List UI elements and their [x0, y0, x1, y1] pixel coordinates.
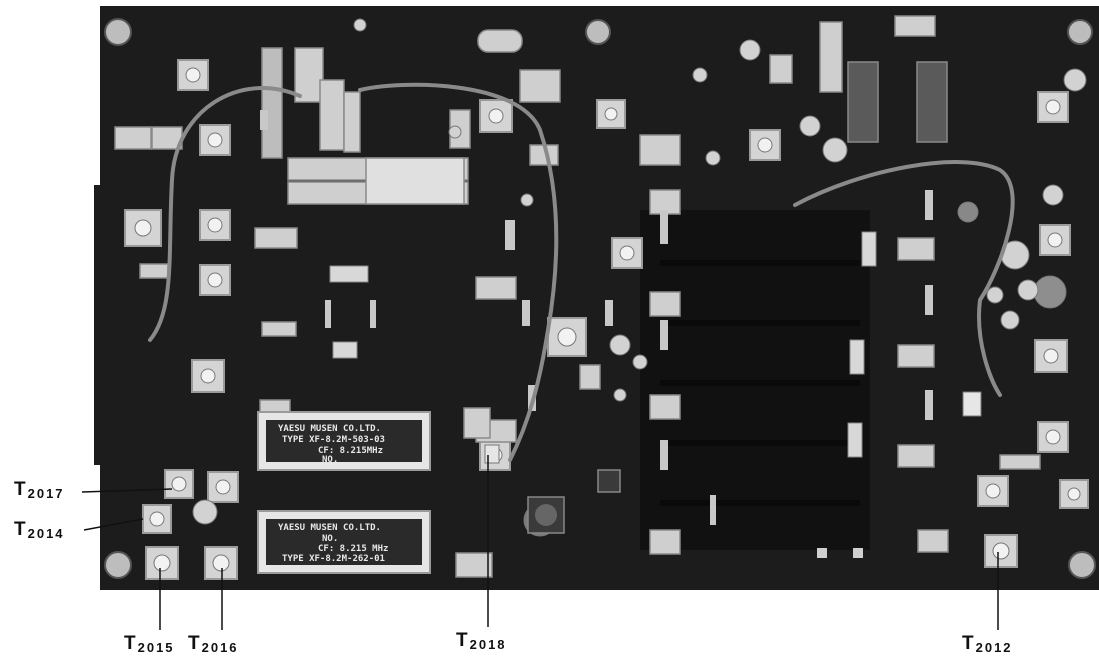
filter-2-no: NO.: [322, 534, 338, 544]
wires: [148, 82, 1015, 462]
leader-lines: [81, 455, 999, 630]
label-t2018: T2018: [456, 630, 507, 652]
filter-2-type: TYPE XF-8.2M-262-01: [282, 554, 385, 564]
small-parts: [260, 110, 933, 525]
capacitors: [192, 18, 1087, 537]
label-t2012: T2012: [962, 633, 1013, 655]
filter-1-type: TYPE XF-8.2M-503-03: [282, 435, 385, 445]
label-t2015: T2015: [124, 633, 175, 655]
label-t2016: T2016: [188, 633, 239, 655]
label-t2017: T2017: [14, 479, 65, 501]
mounting-holes: [104, 18, 1096, 579]
label-t2014: T2014: [14, 519, 65, 541]
filter-1-maker: YAESU MUSEN CO.LTD.: [278, 424, 381, 434]
filter-2-maker: YAESU MUSEN CO.LTD.: [278, 523, 381, 533]
filter-1-cf: CF: 8.215MHz: [318, 446, 383, 456]
pcb-outline: [94, 6, 1099, 590]
filter-1-no: NO.: [322, 455, 338, 465]
ic-blocks: [114, 15, 1041, 578]
filter-2-cf: CF: 8.215 MHz: [318, 544, 388, 554]
